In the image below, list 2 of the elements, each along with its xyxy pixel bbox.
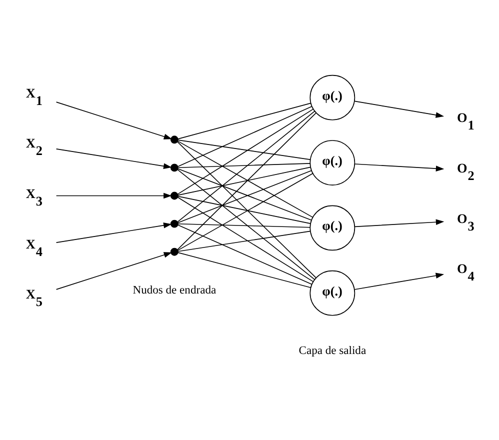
label: Capa de salida (298, 344, 366, 356)
label: Nudos de endrada (132, 284, 216, 296)
